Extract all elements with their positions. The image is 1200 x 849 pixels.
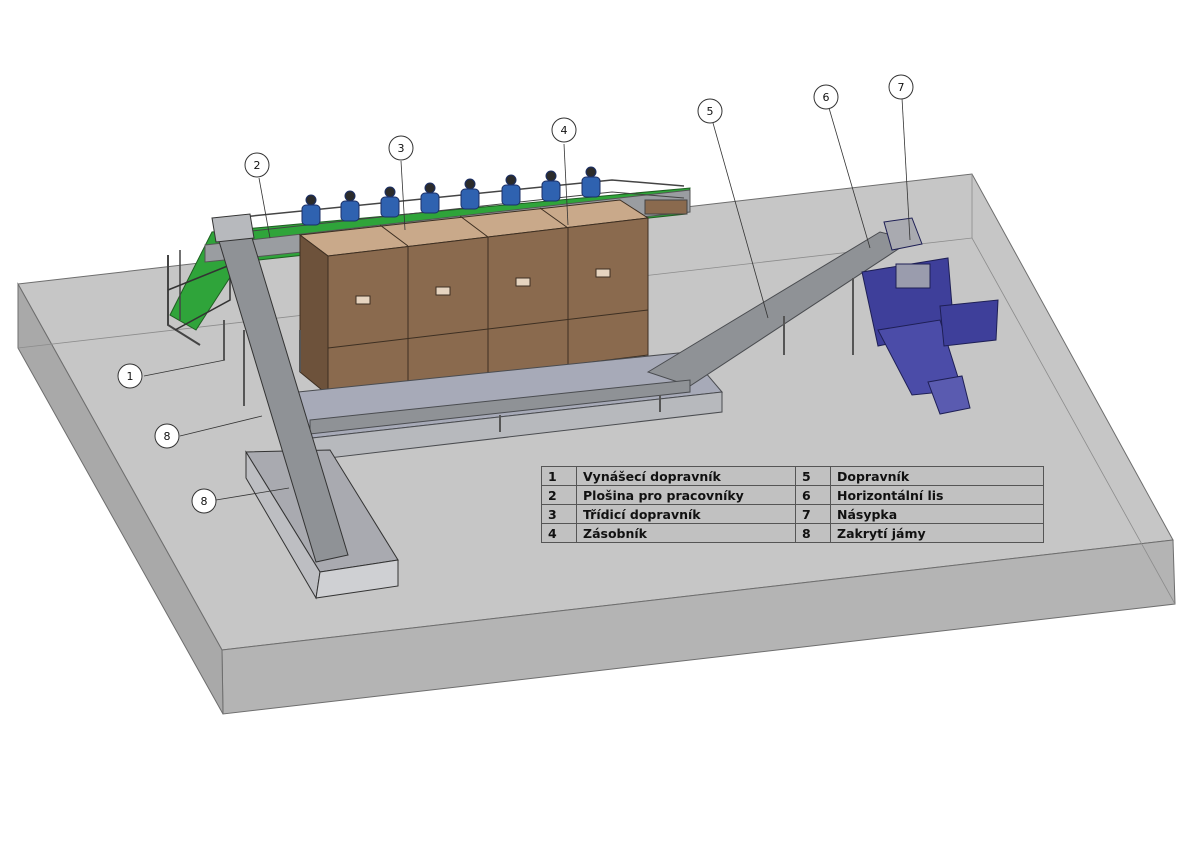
legend-number: 5	[795, 466, 831, 486]
leader-lines	[143, 97, 911, 501]
bin-horizontal-seam	[327, 309, 649, 349]
callout-4: 4	[551, 117, 577, 143]
worker-figure	[541, 170, 561, 202]
legend-number: 1	[541, 466, 577, 486]
callout-label: 8	[164, 430, 171, 443]
worker-figure	[581, 166, 601, 198]
callout-label: 5	[707, 105, 714, 118]
callout-8-lower: 8	[191, 488, 217, 514]
legend-label: Plošina pro pracovníky	[576, 485, 796, 505]
conveyor-end-box	[644, 199, 688, 215]
callout-label: 2	[254, 159, 261, 172]
callout-3: 3	[388, 135, 414, 161]
baler-hopper	[883, 217, 923, 251]
legend-number: 7	[795, 504, 831, 524]
bin-row-side	[299, 234, 329, 397]
legend-table: 1 Vynášecí dopravník 5 Dopravník 2 Ploši…	[541, 466, 1044, 543]
legend-row: 3 Třídicí dopravník 7 Násypka	[541, 504, 1044, 524]
worker-figure	[301, 194, 321, 226]
legend-label: Vynášecí dopravník	[576, 466, 796, 486]
callout-1: 1	[117, 363, 143, 389]
legend-number: 6	[795, 485, 831, 505]
legend-number: 4	[541, 523, 577, 543]
legend-row: 1 Vynášecí dopravník 5 Dopravník	[541, 466, 1044, 486]
conveyor-5	[297, 231, 914, 461]
worker-figure	[380, 186, 400, 218]
bin-hatch	[515, 277, 531, 287]
bin-hatch	[595, 268, 611, 278]
callout-label: 3	[398, 142, 405, 155]
legend-label: Třídicí dopravník	[576, 504, 796, 524]
worker-figure	[460, 178, 480, 210]
bin-inner-wall	[379, 224, 409, 247]
callout-label: 7	[898, 81, 905, 94]
legend-number: 8	[795, 523, 831, 543]
legend-label: Zakrytí jámy	[830, 523, 1044, 543]
floor-left-face	[17, 282, 224, 715]
bin-inner-wall	[539, 207, 569, 229]
baler-chute	[927, 375, 971, 415]
legend-label: Horizontální lis	[830, 485, 1044, 505]
horizontal-baler	[861, 217, 999, 415]
elevator-head	[211, 213, 255, 243]
legend-row: 4 Zásobník 8 Zakrytí jámy	[541, 523, 1044, 543]
baler-cylinder	[939, 299, 999, 347]
legend-label: Zásobník	[576, 523, 796, 543]
baler-box	[895, 263, 931, 289]
bin-hatch	[435, 286, 451, 296]
callout-5: 5	[697, 98, 723, 124]
callout-8-upper: 8	[154, 423, 180, 449]
legend-label: Násypka	[830, 504, 1044, 524]
legend-number: 3	[541, 504, 577, 524]
storage-bins	[298, 199, 650, 397]
callout-6: 6	[813, 84, 839, 110]
worker-figure	[420, 182, 440, 214]
legend-label: Dopravník	[830, 466, 1044, 486]
legend-number: 2	[541, 485, 577, 505]
worker-figure	[501, 174, 521, 206]
callouts: 1 2 3 4 5 6 7 8 8	[117, 74, 914, 514]
bin-hatch	[355, 295, 371, 305]
callout-label: 6	[823, 91, 830, 104]
platform-stairs	[167, 263, 231, 331]
callout-label: 8	[201, 495, 208, 508]
platform-railing	[167, 255, 201, 346]
conveyor-1	[211, 213, 399, 600]
workers	[301, 166, 601, 226]
callout-7: 7	[888, 74, 914, 100]
callout-label: 4	[561, 124, 568, 137]
callout-label: 1	[127, 370, 134, 383]
worker-figure	[340, 190, 360, 222]
bin-inner-wall	[459, 215, 489, 238]
legend-row: 2 Plošina pro pracovníky 6 Horizontální …	[541, 485, 1044, 505]
callout-2: 2	[244, 152, 270, 178]
pit-cover-front	[315, 559, 399, 599]
